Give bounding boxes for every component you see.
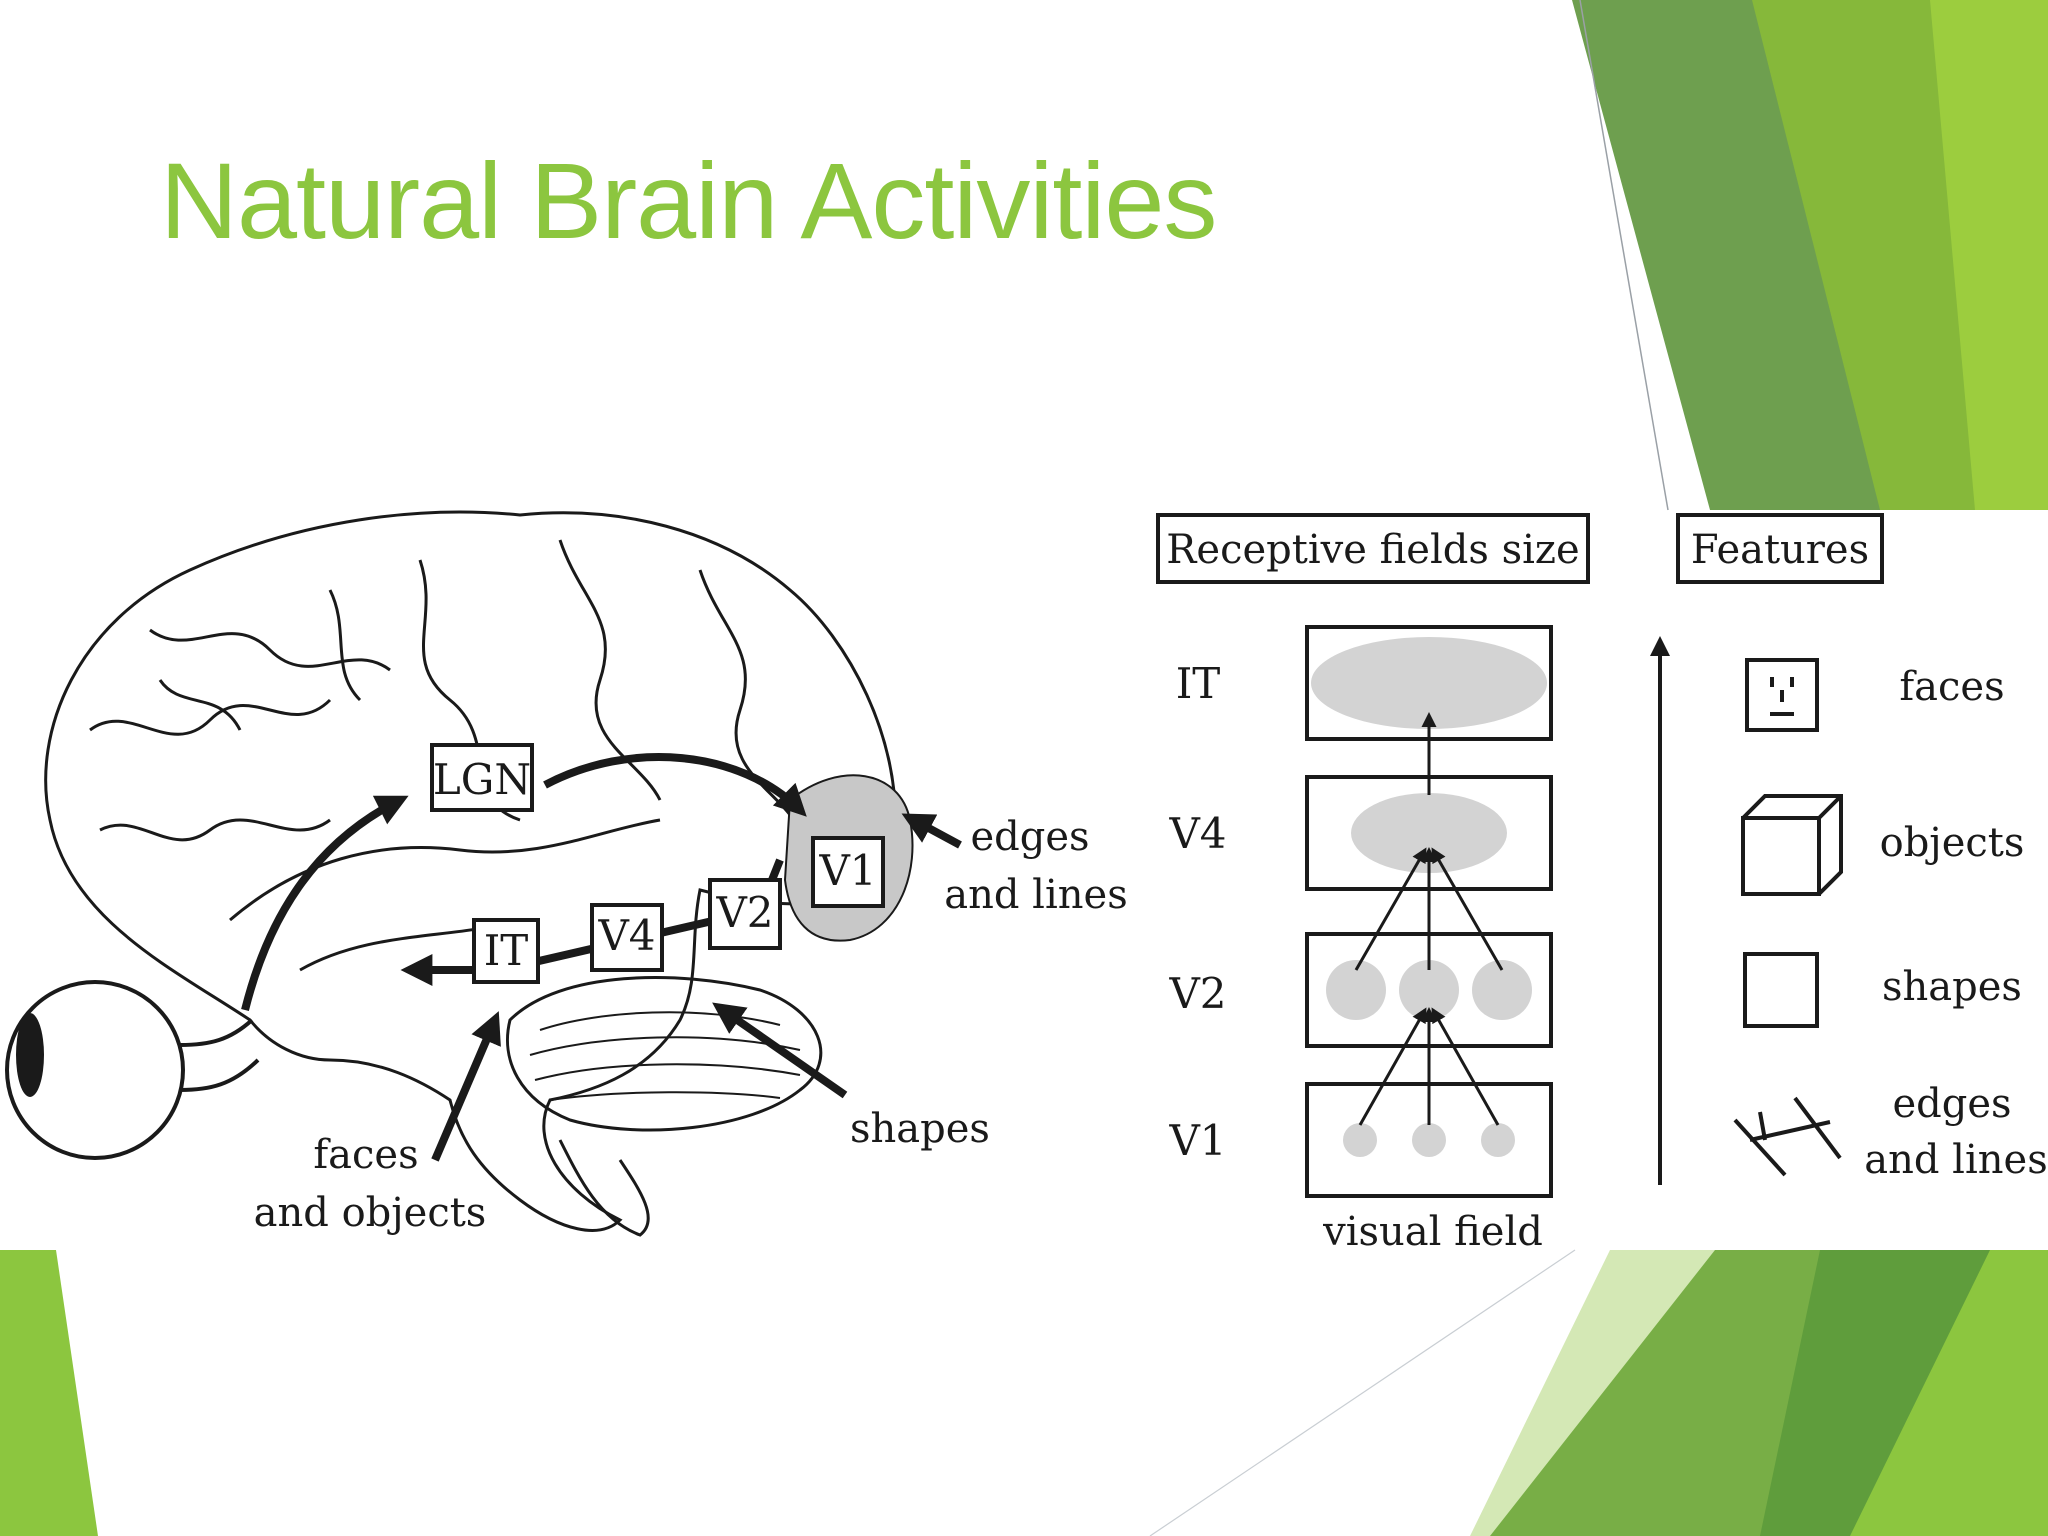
label-and-objects: and objects [254, 1190, 487, 1236]
feature-label-faces: faces [1899, 664, 2004, 710]
area-v4: V4 [590, 903, 664, 972]
level-label-it: IT [1176, 659, 1221, 708]
area-it: IT [472, 918, 540, 984]
cerebellum [506, 976, 823, 1132]
convergence-arrows [1354, 712, 1504, 1126]
visual-field-label: visual field [1322, 1209, 1543, 1255]
area-v2: V2 [708, 878, 782, 950]
svg-text:V2: V2 [715, 888, 773, 937]
label-faces: faces [313, 1132, 418, 1178]
receptive-field-diagram: Receptive fields size Features IT V4 V2 … [1156, 513, 2048, 1255]
svg-text:V4: V4 [597, 911, 655, 960]
header-features: Features [1676, 513, 1884, 584]
label-and-lines: and lines [944, 872, 1127, 918]
area-lgn: LGN [430, 743, 534, 812]
feature-label-shapes: shapes [1882, 964, 2022, 1010]
feature-label-and-lines: and lines [1864, 1137, 2047, 1183]
feature-label-edges: edges [1892, 1081, 2011, 1127]
level-label-v2: V2 [1168, 969, 1226, 1018]
svg-text:LGN: LGN [433, 755, 531, 804]
edges-lines-icon [1733, 1096, 1842, 1177]
feature-label-objects: objects [1880, 820, 2025, 866]
level-label-v1: V1 [1168, 1116, 1226, 1165]
brain-outline [44, 510, 897, 1232]
area-v1: V1 [811, 836, 885, 908]
svg-text:IT: IT [484, 926, 529, 975]
label-shapes: shapes [850, 1106, 990, 1152]
slide-title: Natural Brain Activities [160, 140, 1217, 261]
face-icon [1745, 658, 1819, 732]
label-edges: edges [970, 814, 1089, 860]
brainstem [558, 1139, 650, 1237]
svg-text:Receptive fields size: Receptive fields size [1166, 527, 1579, 573]
eye-icon [5, 980, 260, 1160]
svg-text:Features: Features [1691, 527, 1869, 573]
square-icon [1743, 952, 1819, 1028]
brain-diagram: LGN V1 V2 V4 IT edges and lines shapes f… [5, 510, 1128, 1237]
cube-icon [1741, 794, 1843, 896]
level-label-v4: V4 [1168, 809, 1226, 858]
svg-text:V1: V1 [818, 846, 876, 895]
header-receptive-fields: Receptive fields size [1156, 513, 1590, 584]
